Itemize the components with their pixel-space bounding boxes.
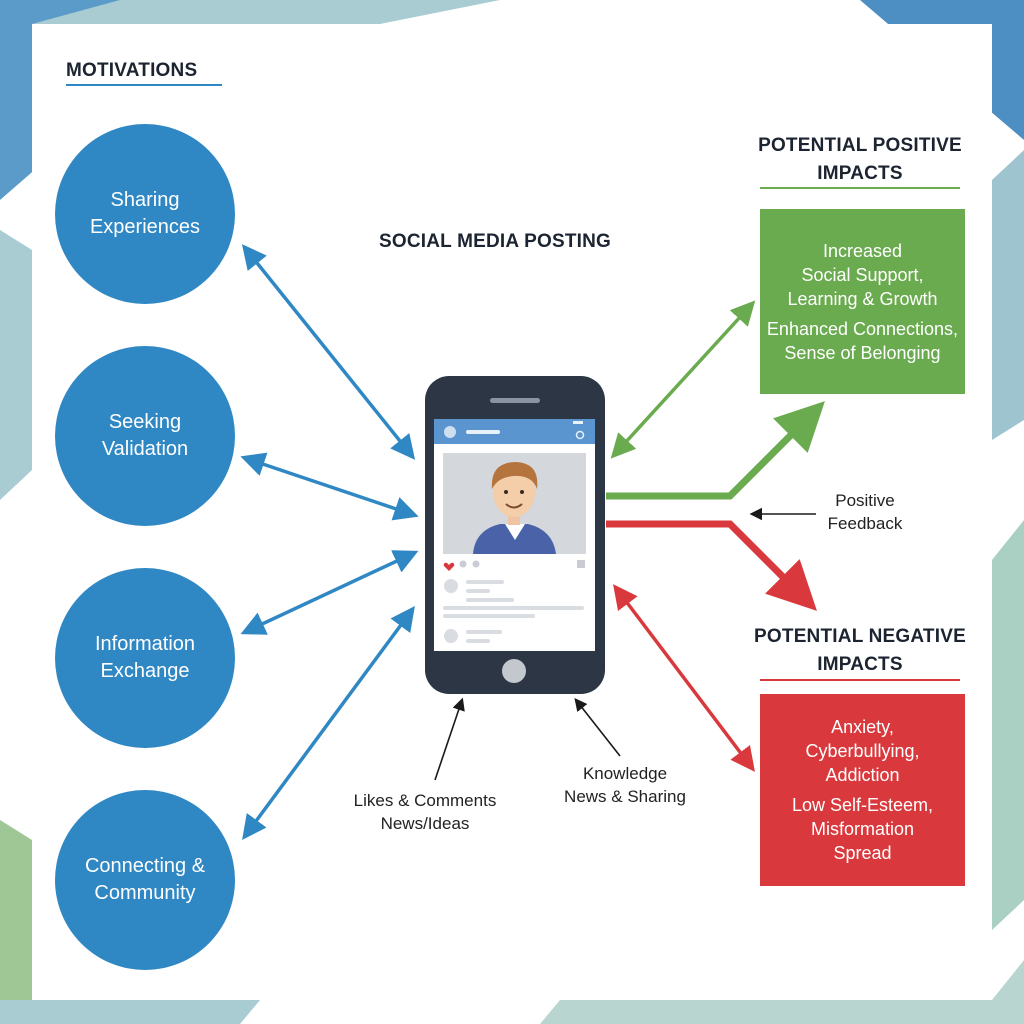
arrow-connecting bbox=[242, 606, 415, 840]
motivation-circle-4 bbox=[55, 790, 235, 970]
motivation-label-information: Information Exchange bbox=[94, 633, 196, 682]
negative-impacts-text: Anxiety, Cyberbullying, Addiction Low Se… bbox=[760, 694, 965, 886]
motivation-circle-1 bbox=[55, 124, 235, 304]
positive-impacts-line-2: Enhanced Connections, Sense of Belonging bbox=[766, 318, 959, 363]
search-icon bbox=[575, 430, 585, 440]
heart-icon bbox=[443, 562, 455, 571]
positive-heading: POTENTIAL POSITIVE IMPACTS bbox=[758, 135, 962, 184]
negative-impacts-line-2: Low Self-Esteem, Misformation Spread bbox=[791, 795, 934, 863]
person-avatar-icon bbox=[473, 462, 556, 554]
motivation-label-sharing: Sharing Experiences bbox=[89, 189, 201, 238]
arrow-negative-link bbox=[613, 584, 755, 772]
positive-impacts-box bbox=[760, 209, 965, 394]
positive-feedback-note: Positive Feedback bbox=[827, 491, 903, 533]
negative-impacts-box bbox=[760, 694, 965, 886]
arrow-negative-flow bbox=[606, 520, 817, 611]
arrow-likes bbox=[434, 697, 465, 781]
arrow-positive-flow bbox=[606, 401, 825, 500]
arrow-validation bbox=[240, 452, 419, 521]
motivation-circle-2 bbox=[55, 346, 235, 526]
motivations-heading: MOTIVATIONS bbox=[66, 60, 198, 81]
arrow-positive-link bbox=[610, 300, 756, 459]
positive-impacts-text: Increased Social Support, Learning & Gro… bbox=[760, 209, 965, 394]
arrow-information bbox=[240, 550, 419, 635]
knowledge-note: Knowledge News & Sharing bbox=[564, 764, 686, 806]
smartphone-icon bbox=[425, 376, 605, 694]
motivation-label-validation: Seeking Validation bbox=[101, 411, 189, 460]
motivation-label-connecting: Connecting & Community bbox=[84, 855, 206, 904]
center-heading: SOCIAL MEDIA POSTING bbox=[378, 231, 612, 252]
motivation-circle-3 bbox=[55, 568, 235, 748]
likes-comments-note: Likes & Comments News/Ideas bbox=[353, 791, 497, 833]
arrow-knowledge bbox=[574, 697, 621, 757]
negative-heading: POTENTIAL NEGATIVE IMPACTS bbox=[754, 626, 966, 675]
positive-impacts-line-1: Increased Social Support, Learning & Gro… bbox=[787, 240, 938, 309]
negative-impacts-line-1: Anxiety, Cyberbullying, Addiction bbox=[805, 717, 920, 785]
arrow-sharing bbox=[241, 244, 416, 460]
